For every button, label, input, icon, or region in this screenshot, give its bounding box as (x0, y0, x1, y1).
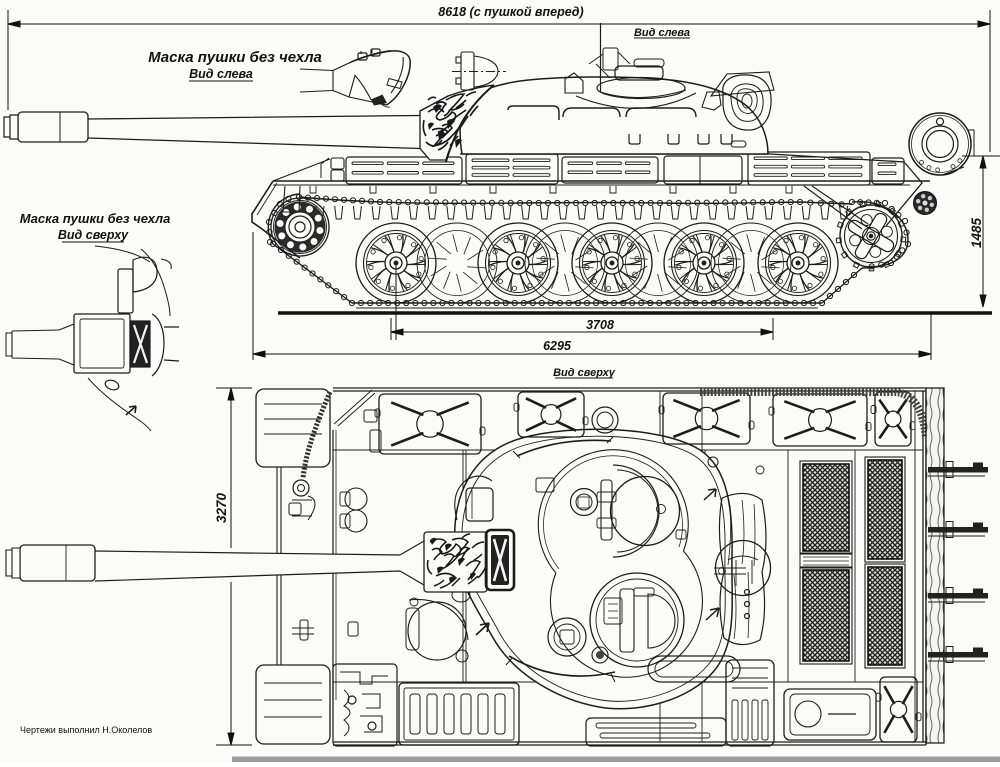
svg-text:1485: 1485 (969, 217, 984, 248)
svg-text:3708: 3708 (586, 318, 614, 332)
svg-text:Маска пушки без чехла: Маска пушки без чехла (20, 211, 171, 226)
svg-text:Вид слева: Вид слева (189, 67, 253, 81)
svg-text:Вид сверху: Вид сверху (553, 367, 616, 379)
svg-text:Чертежи выполнил Н.Околелов: Чертежи выполнил Н.Околелов (20, 725, 152, 735)
svg-text:8618 (с пушкой вперед): 8618 (с пушкой вперед) (438, 5, 583, 19)
svg-text:Вид сверху: Вид сверху (58, 228, 129, 242)
svg-text:Маска пушки без чехла: Маска пушки без чехла (148, 49, 322, 66)
svg-text:Вид слева: Вид слева (634, 27, 690, 39)
svg-text:3270: 3270 (214, 492, 229, 523)
svg-text:6295: 6295 (543, 339, 572, 353)
